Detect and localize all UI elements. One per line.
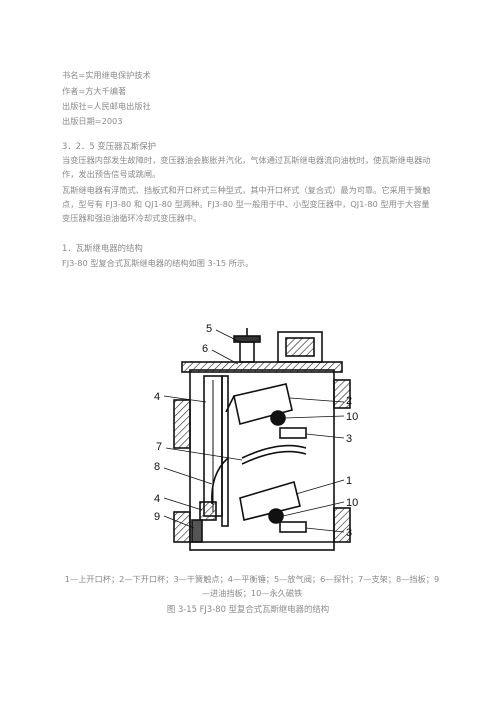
- callout-3-upper: 3: [346, 433, 352, 445]
- lower-magnet: [268, 508, 284, 524]
- lower-open-cup: [239, 480, 301, 521]
- upper-reed-contact: [279, 427, 307, 439]
- counterweight: [199, 501, 217, 521]
- publisher-line: 出版社=人民邮电出版社: [62, 101, 151, 111]
- oil-inlet-baffle: [191, 519, 203, 543]
- top-cover: [181, 361, 343, 373]
- baffle-plate: [241, 444, 307, 459]
- callout-4-upper: 4: [154, 391, 160, 403]
- callout-3-lower: 3: [346, 527, 352, 539]
- right-flange-upper: [333, 379, 351, 409]
- vent-valve-stem: [239, 341, 255, 363]
- structure-intro: FJ3-80 型复合式瓦斯继电器的结构如图 3-15 所示。: [62, 258, 254, 268]
- intro-paragraph: 当变压器内部发生故障时，变压器油会膨胀并汽化，气体通过瓦斯继电器流向油枕时，使瓦…: [62, 155, 431, 179]
- upper-magnet: [270, 410, 286, 426]
- housing-body: [189, 369, 335, 551]
- callout-4-lower: 4: [154, 493, 160, 505]
- callout-10-lower: 10: [346, 497, 358, 509]
- section-heading: 3．2．5 变压器瓦斯保护: [62, 141, 157, 151]
- right-flange-lower: [333, 507, 351, 543]
- author-line: 作者=方大千编著: [62, 86, 127, 96]
- callout-1: 1: [346, 475, 352, 487]
- upper-open-cup: [233, 383, 293, 425]
- figure-legend: 1—上开口杯；2—下开口杯；3—干簧触点；4—平衡锤；5—放气阀；6—探针；7—…: [64, 574, 440, 598]
- counterweight-arm: [211, 457, 229, 505]
- lower-reed-contact: [279, 521, 307, 533]
- callout-2: 2: [346, 395, 352, 407]
- callout-8: 8: [154, 461, 160, 473]
- callout-9: 9: [154, 511, 160, 523]
- probe-housing: [277, 331, 323, 363]
- callout-5: 5: [206, 323, 212, 335]
- callout-7: 7: [156, 441, 162, 453]
- probe-terminal: [285, 337, 315, 357]
- publish-date-line: 出版日期=2003: [62, 116, 123, 126]
- support-rail: [221, 375, 229, 527]
- relay-structure-figure: 5 6 4 2 10 3 7 8 1 10 4 9 3: [154, 323, 358, 551]
- callout-6: 6: [202, 343, 208, 355]
- left-flange-lower: [173, 511, 191, 543]
- structure-heading: 1．瓦斯继电器的结构: [62, 243, 143, 253]
- types-paragraph: 瓦斯继电器有浮筒式、挡板式和开口杯式三种型式，其中开口杯式（复合式）最为可靠。它…: [62, 185, 431, 223]
- figure-title: 图 3-15 FJ3-80 型复合式瓦斯继电器的结构: [166, 604, 330, 614]
- left-flange-upper: [173, 399, 191, 449]
- callout-10-upper: 10: [346, 411, 358, 423]
- book-title-line: 书名=实用继电保护技术: [62, 70, 151, 80]
